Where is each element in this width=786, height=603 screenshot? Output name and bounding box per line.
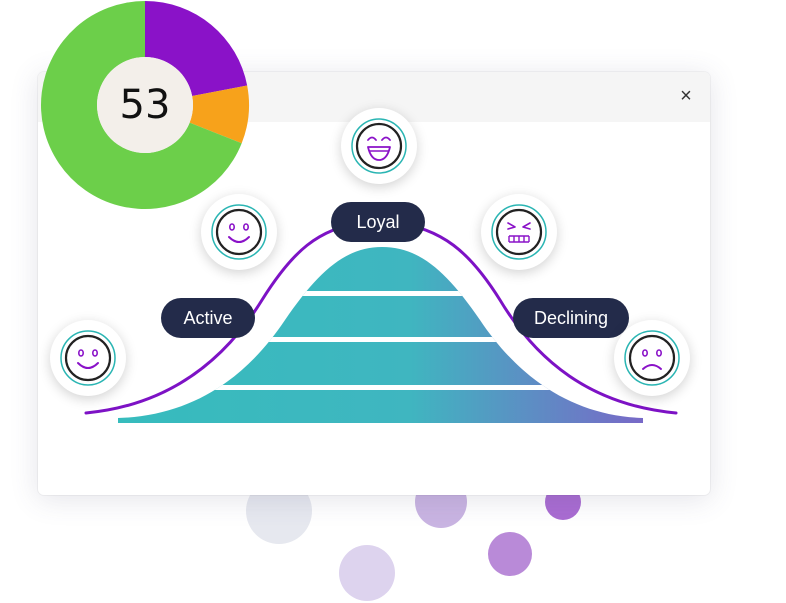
donut-center <box>97 57 193 153</box>
decorative-dot <box>488 532 532 576</box>
decorative-dot <box>339 545 395 601</box>
score-value: 53 <box>119 82 171 128</box>
donut-segment-green <box>41 1 242 209</box>
stage-label-declining: Declining <box>513 298 629 338</box>
donut-segment-purple <box>145 1 248 97</box>
score-donut <box>41 1 249 209</box>
grimace-icon <box>481 194 557 270</box>
close-button[interactable]: × <box>674 84 698 108</box>
stage-label-loyal: Loyal <box>331 202 425 242</box>
donut-segment-orange <box>189 85 249 144</box>
smile-icon <box>201 194 277 270</box>
close-icon: × <box>680 84 692 107</box>
stage-label-active: Active <box>161 298 255 338</box>
smile-icon <box>50 320 126 396</box>
laughing-icon <box>341 108 417 184</box>
frown-icon <box>614 320 690 396</box>
